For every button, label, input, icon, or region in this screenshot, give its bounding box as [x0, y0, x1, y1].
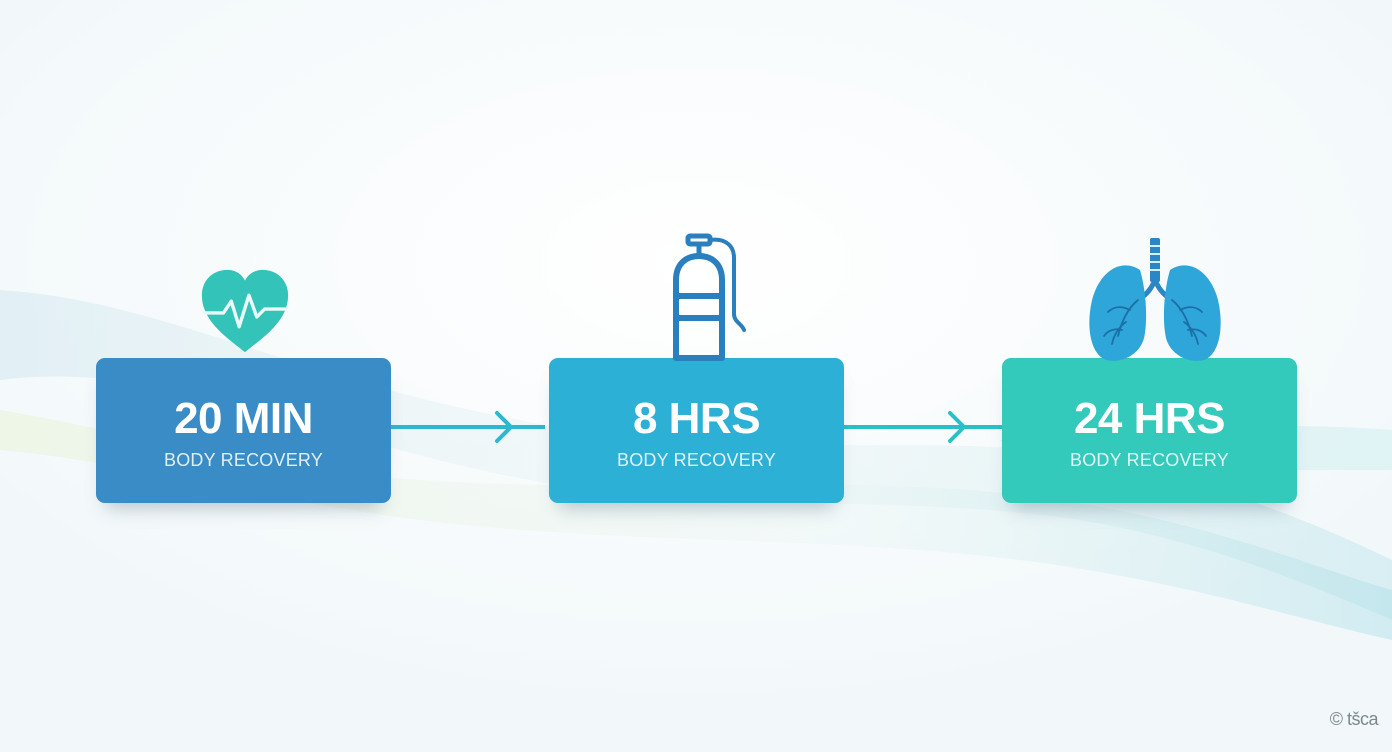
step-card-20-min: 20 MIN BODY RECOVERY [96, 358, 391, 503]
step-label: BODY RECOVERY [617, 450, 776, 470]
step-value: 24 HRS [1073, 394, 1226, 443]
step-card-24-hrs: 24 HRS BODY RECOVERY [1002, 358, 1297, 503]
step-label: BODY RECOVERY [164, 450, 323, 470]
step-label: BODY RECOVERY [1070, 450, 1229, 470]
connector-arrow-1 [391, 411, 545, 443]
oxygen-tank-icon [673, 233, 746, 361]
step-value: 20 MIN [174, 394, 313, 443]
step-card-8-hrs: 8 HRS BODY RECOVERY [549, 358, 844, 503]
lungs-icon [1089, 238, 1221, 361]
watermark: © tšca [1329, 709, 1379, 729]
heart-pulse-icon [201, 269, 289, 353]
step-value: 8 HRS [632, 394, 761, 443]
connector-arrow-2 [844, 411, 1002, 443]
